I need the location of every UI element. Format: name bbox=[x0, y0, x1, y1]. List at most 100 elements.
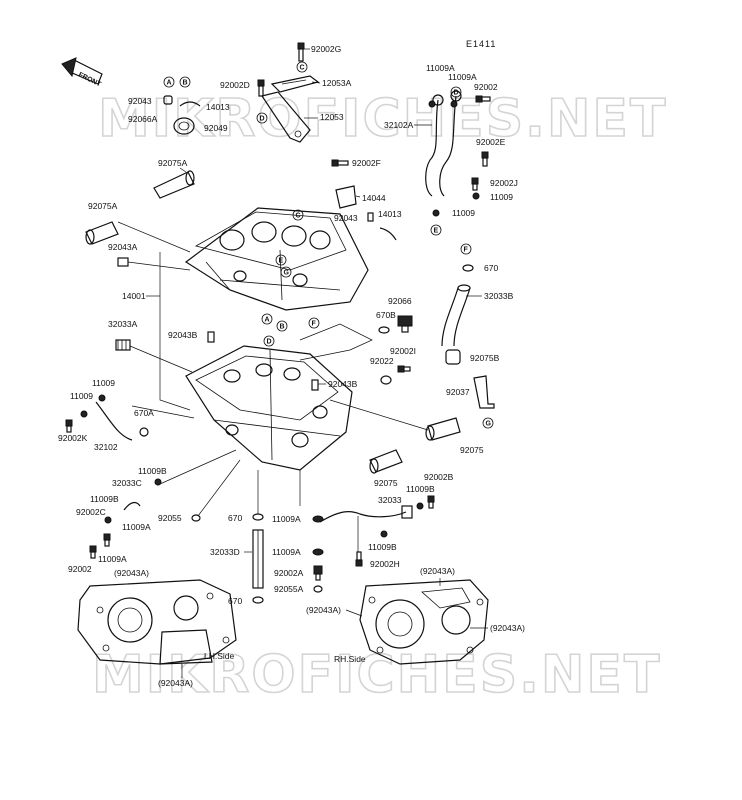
bracket-92037-icon bbox=[473, 375, 495, 409]
label-92002-l: 92002 bbox=[68, 564, 92, 574]
label-92002g: 92002G bbox=[311, 44, 341, 54]
label-92043a-left: 92043A bbox=[108, 242, 138, 252]
pin-92043-mid-icon bbox=[367, 212, 374, 222]
label-12053: 12053 bbox=[320, 112, 344, 122]
callout-e-pipe: E bbox=[434, 228, 439, 235]
label-11009a-c2: 11009A bbox=[272, 547, 301, 557]
bracket-12053-icon bbox=[261, 91, 311, 143]
callout-d-pipe: D bbox=[454, 90, 459, 97]
label-92002d: 92002D bbox=[220, 80, 250, 90]
label-11009b-l2: 11009B bbox=[90, 494, 119, 504]
pin-92043b-mid-icon bbox=[311, 379, 319, 391]
label-92002i: 92002I bbox=[390, 346, 416, 356]
label-14001: 14001 bbox=[122, 291, 146, 301]
label-11009a-l: 11009A bbox=[122, 522, 151, 532]
oring-92055-icon bbox=[191, 514, 201, 522]
label-92002e: 92002E bbox=[476, 137, 506, 147]
bolt-92002i-icon bbox=[397, 365, 411, 373]
label-11009b-r: 11009B bbox=[406, 484, 435, 494]
upper-crankcase-icon bbox=[184, 207, 369, 311]
oring-670-c2-icon bbox=[252, 596, 264, 604]
pin-92075a-upper-icon bbox=[153, 170, 195, 199]
hose-32033c-icon bbox=[123, 501, 141, 511]
washer-11009a-c2-icon bbox=[312, 548, 324, 556]
bolt-92002d-icon bbox=[257, 79, 265, 97]
clip-14013-icon bbox=[179, 101, 201, 107]
callout-f-hose: F bbox=[464, 247, 469, 254]
oil-pipe-32102a-icon bbox=[425, 90, 462, 197]
bolt-92002-l-icon bbox=[89, 545, 97, 559]
label-92049: 92049 bbox=[204, 123, 228, 133]
label-92043a-rh-right: (92043A) bbox=[490, 623, 525, 633]
label-32033b: 32033B bbox=[484, 291, 514, 301]
callout-e-case: E bbox=[279, 258, 284, 265]
label-92043b-left: 92043B bbox=[168, 330, 198, 340]
label-92002h: 92002H bbox=[370, 559, 400, 569]
oring-670b-icon bbox=[378, 326, 390, 334]
callout-d-lower: D bbox=[267, 339, 272, 346]
bolt-92002g-icon bbox=[297, 42, 305, 62]
oil-pipe-32102-icon bbox=[95, 401, 133, 441]
stud-32033a-icon bbox=[115, 339, 131, 351]
label-92075-lower: 92075 bbox=[374, 478, 398, 488]
label-92075b: 92075B bbox=[470, 353, 500, 363]
plate-12053a-icon bbox=[270, 75, 320, 93]
pipe-32033d-icon bbox=[252, 529, 264, 589]
front-arrow-icon bbox=[61, 57, 103, 85]
front-label: FRONT bbox=[77, 72, 102, 89]
pin-92043b-left-icon bbox=[207, 331, 215, 343]
bolt-92002j-icon bbox=[471, 177, 479, 191]
label-92002-r: 92002 bbox=[474, 82, 498, 92]
callout-g-bracket: G bbox=[486, 421, 492, 428]
callout-g-case: G bbox=[284, 270, 290, 277]
bracket-14044-icon bbox=[335, 185, 357, 209]
diagram-code: E1411 bbox=[466, 39, 496, 49]
label-32102: 32102 bbox=[94, 442, 118, 452]
label-11009-r1: 11009 bbox=[490, 192, 513, 202]
label-92075a-upper: 92075A bbox=[158, 158, 188, 168]
label-92022: 92022 bbox=[370, 356, 394, 366]
label-32033-r: 32033 bbox=[378, 495, 402, 505]
hose-32033b-icon bbox=[441, 284, 471, 347]
label-92002b: 92002B bbox=[424, 472, 454, 482]
bolt-92002b-icon bbox=[427, 495, 435, 509]
label-670-c2: 670 bbox=[228, 596, 242, 606]
rh-side-crankcase-icon bbox=[359, 579, 489, 665]
label-32033d: 32033D bbox=[210, 547, 240, 557]
label-670-c1: 670 bbox=[228, 513, 242, 523]
label-32102a: 32102A bbox=[384, 120, 414, 130]
washer-11009a-c-icon bbox=[312, 515, 324, 523]
label-92043a-lh-top: (92043A) bbox=[114, 568, 149, 578]
oil-screw-92066-icon bbox=[397, 315, 413, 333]
callout-a-top: A bbox=[167, 80, 172, 87]
rh-side-label: RH.Side bbox=[334, 654, 366, 664]
pin-92075b-icon bbox=[445, 349, 461, 365]
label-92055: 92055 bbox=[158, 513, 182, 523]
label-11009-l2: 11009 bbox=[70, 391, 93, 401]
callout-f-case: F bbox=[312, 321, 317, 328]
callout-c-case: C bbox=[296, 213, 301, 220]
label-11009-r2: 11009 bbox=[452, 208, 475, 218]
label-11009b-l: 11009B bbox=[138, 466, 167, 476]
label-92043a-lh-bottom: (92043A) bbox=[158, 678, 193, 688]
label-32033c: 32033C bbox=[112, 478, 142, 488]
label-14013-mid: 14013 bbox=[378, 209, 402, 219]
callout-b-top: B bbox=[183, 80, 188, 87]
pin-92075a-lower-icon bbox=[85, 221, 119, 245]
oring-670a-icon bbox=[139, 427, 149, 437]
label-11009-l1: 11009 bbox=[92, 378, 115, 388]
callout-a-case: A bbox=[265, 317, 270, 324]
label-11009a-r1: 11009A bbox=[426, 63, 455, 73]
oil-pipe-32033-icon bbox=[319, 505, 413, 523]
bolt-92002-r-icon bbox=[475, 95, 491, 103]
label-14013-top: 14013 bbox=[206, 102, 230, 112]
label-92075-upper: 92075 bbox=[460, 445, 484, 455]
label-670b: 670B bbox=[376, 310, 396, 320]
label-92002k: 92002K bbox=[58, 433, 88, 443]
label-92055a: 92055A bbox=[274, 584, 304, 594]
oring-670-c1-icon bbox=[252, 513, 264, 521]
pin-92043a-icon bbox=[117, 257, 129, 267]
bolt-92002f-icon bbox=[331, 159, 349, 167]
label-11009a-l2: 11009A bbox=[98, 554, 127, 564]
